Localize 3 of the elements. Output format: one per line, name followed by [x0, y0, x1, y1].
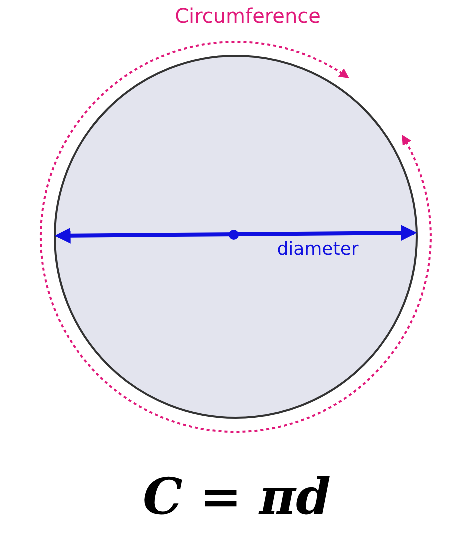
formula: C = πd [142, 472, 332, 522]
arc-label: Circumference [175, 6, 321, 26]
dimension-label: diameter [277, 241, 359, 259]
